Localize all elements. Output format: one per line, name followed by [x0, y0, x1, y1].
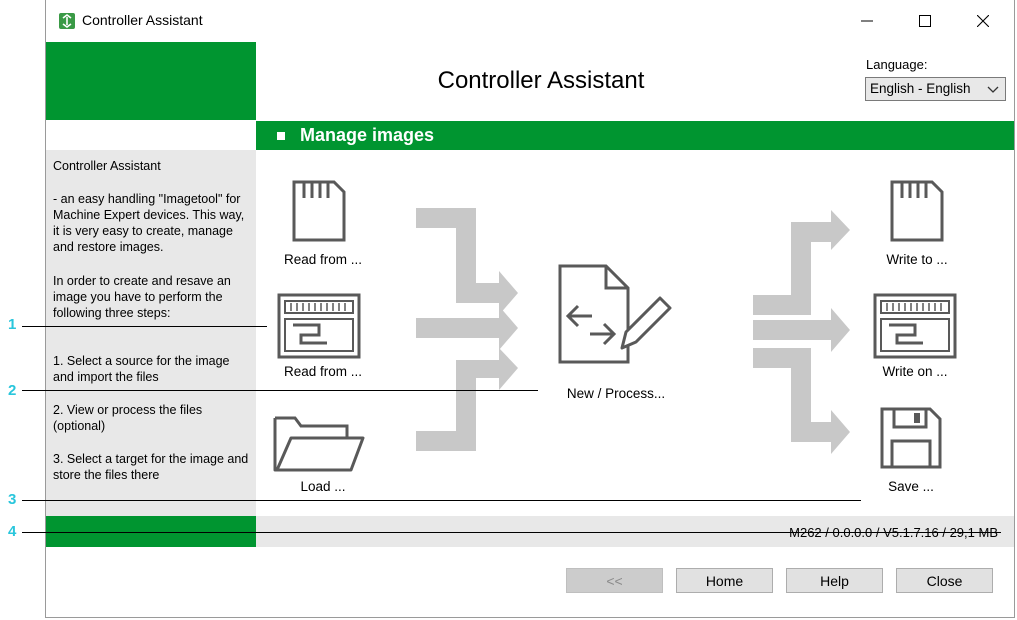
language-select[interactable]: English - English — [865, 77, 1006, 101]
workflow-area: Read from ... Read from ... Load ... — [256, 150, 1014, 516]
callout-number: 4 — [8, 523, 17, 540]
save-label[interactable]: Save ... — [888, 479, 934, 494]
back-button[interactable]: << — [566, 568, 663, 593]
help-button[interactable]: Help — [786, 568, 883, 593]
write-on-controller-label[interactable]: Write on ... — [882, 364, 948, 379]
callout-line — [22, 390, 538, 391]
flow-arrow — [416, 306, 518, 350]
load-label[interactable]: Load ... — [300, 479, 346, 494]
minimize-icon — [861, 20, 873, 22]
section-title: Manage images — [300, 125, 435, 145]
title-bar[interactable]: Controller Assistant — [46, 0, 1014, 42]
chevron-down-icon — [987, 86, 999, 93]
maximize-button[interactable] — [896, 0, 954, 42]
write-on-controller-button[interactable] — [873, 293, 957, 364]
app-window: Controller Assistant Controller Assistan… — [45, 0, 1015, 618]
flow-arrow — [416, 208, 518, 315]
sidebar-step: 3. Select a target for the image and sto… — [53, 452, 249, 482]
sidebar-paragraph: - an easy handling "Imagetool" for Machi… — [53, 192, 245, 254]
close-window-button[interactable] — [954, 0, 1012, 42]
floppy-disk-icon — [880, 407, 942, 469]
flow-arrow — [753, 348, 850, 454]
new-process-label[interactable]: New / Process... — [566, 386, 666, 401]
read-from-sd-button[interactable] — [290, 178, 348, 249]
close-button[interactable]: Close — [896, 568, 993, 593]
callout-number: 3 — [8, 491, 17, 508]
callout-line — [22, 500, 861, 501]
flow-arrows — [416, 208, 850, 454]
read-from-sd-label[interactable]: Read from ... — [283, 252, 363, 267]
status-bar: M262 / 0.0.0.0 / V5.1.7.16 / 29,1 MB — [256, 516, 1014, 547]
status-brand-block — [46, 516, 256, 547]
sidebar-heading: Controller Assistant — [53, 159, 161, 173]
save-button[interactable] — [878, 405, 944, 476]
sidebar-description: Controller Assistant - an easy handling … — [46, 150, 256, 516]
process-document-icon — [558, 264, 672, 364]
write-to-sd-label[interactable]: Write to ... — [886, 252, 948, 267]
read-from-controller-button[interactable] — [277, 293, 361, 364]
new-process-button[interactable] — [556, 262, 676, 377]
app-icon — [59, 13, 75, 29]
close-icon — [977, 15, 989, 27]
callout-number: 2 — [8, 382, 17, 399]
language-label: Language: — [866, 57, 928, 72]
read-from-controller-label[interactable]: Read from ... — [283, 364, 363, 379]
maximize-icon — [919, 15, 931, 27]
minimize-button[interactable] — [838, 0, 896, 42]
sidebar-step: 2. View or process the files (optional) — [53, 403, 203, 433]
load-button[interactable] — [271, 408, 367, 479]
flow-arrow — [753, 210, 850, 315]
sidebar-paragraph: In order to create and resave an image y… — [53, 274, 231, 320]
language-value: English - English — [870, 81, 971, 96]
page-title: Controller Assistant — [437, 67, 645, 94]
controller-icon — [873, 293, 957, 359]
folder-icon — [273, 416, 365, 472]
controller-icon — [277, 293, 361, 359]
section-bullet-icon — [277, 132, 285, 140]
flow-arrow — [753, 308, 850, 352]
sd-card-icon — [292, 180, 346, 242]
sidebar-step: 1. Select a source for the image and imp… — [53, 354, 230, 384]
callout-line — [22, 326, 267, 327]
flow-arrow — [416, 348, 518, 451]
sd-card-icon — [890, 180, 944, 242]
header-brand-block — [46, 42, 256, 120]
callout-line — [22, 532, 1001, 533]
callout-number: 1 — [8, 316, 17, 333]
home-button[interactable]: Home — [676, 568, 773, 593]
write-to-sd-button[interactable] — [888, 178, 946, 249]
section-header: Manage images — [256, 121, 1014, 150]
window-title: Controller Assistant — [82, 12, 203, 28]
